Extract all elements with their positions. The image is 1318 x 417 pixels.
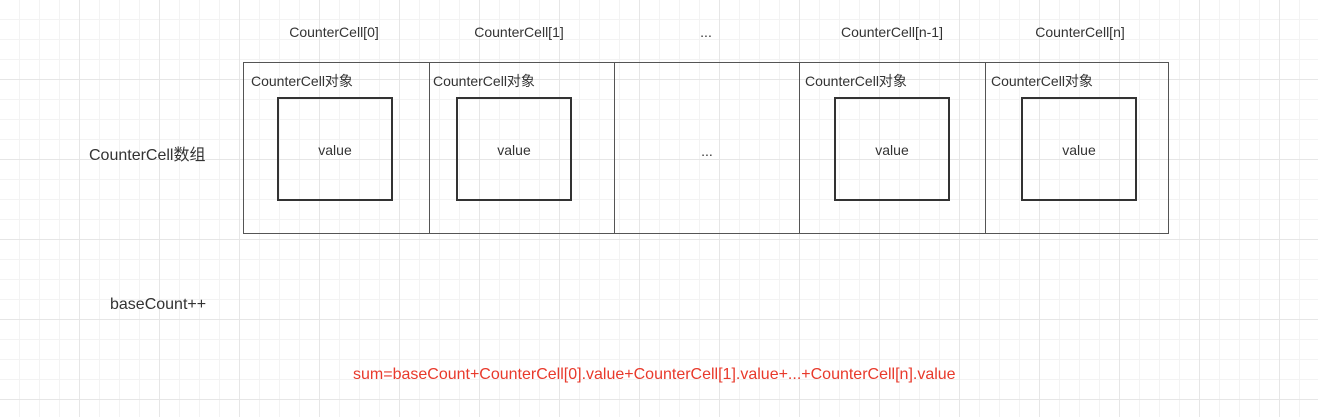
array-label: CounterCell数组 — [89, 147, 206, 164]
header-ellipsis: ... — [700, 24, 712, 40]
value-box: value — [277, 97, 393, 201]
countercell-object-n-1: CounterCell对象 value — [800, 63, 986, 233]
countercell-object-0: CounterCell对象 value — [244, 63, 430, 233]
cell-title: CounterCell对象 — [805, 73, 907, 89]
countercell-object-n: CounterCell对象 value — [986, 63, 1168, 233]
countercell-array: CounterCell对象 value CounterCell对象 value … — [243, 62, 1169, 234]
header-countercell-n: CounterCell[n] — [1035, 24, 1125, 40]
countercell-ellipsis: ... — [615, 63, 800, 233]
value-box: value — [834, 97, 950, 201]
value-label: value — [875, 142, 909, 158]
cell-title: CounterCell对象 — [991, 73, 1093, 89]
value-label: value — [497, 142, 531, 158]
header-countercell-0: CounterCell[0] — [289, 24, 379, 40]
cell-title: CounterCell对象 — [251, 73, 353, 89]
value-label: value — [318, 142, 352, 158]
value-box: value — [456, 97, 572, 201]
header-countercell-n-1: CounterCell[n-1] — [841, 24, 943, 40]
base-count-label: baseCount++ — [110, 296, 207, 313]
cell-title: CounterCell对象 — [433, 73, 535, 89]
value-box: value — [1021, 97, 1137, 201]
header-countercell-1: CounterCell[1] — [474, 24, 564, 40]
value-label: value — [1062, 142, 1096, 158]
ellipsis-label: ... — [701, 143, 713, 159]
countercell-object-1: CounterCell对象 value — [430, 63, 615, 233]
sum-formula: sum=baseCount+CounterCell[0].value+Count… — [353, 366, 956, 383]
